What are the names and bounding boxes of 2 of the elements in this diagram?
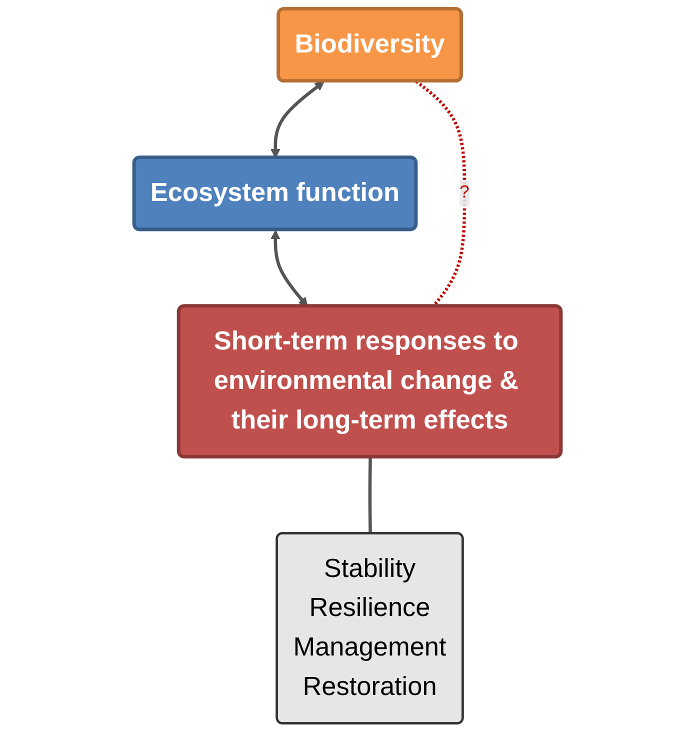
edge-label: ? xyxy=(460,184,470,202)
connector xyxy=(368,457,372,534)
